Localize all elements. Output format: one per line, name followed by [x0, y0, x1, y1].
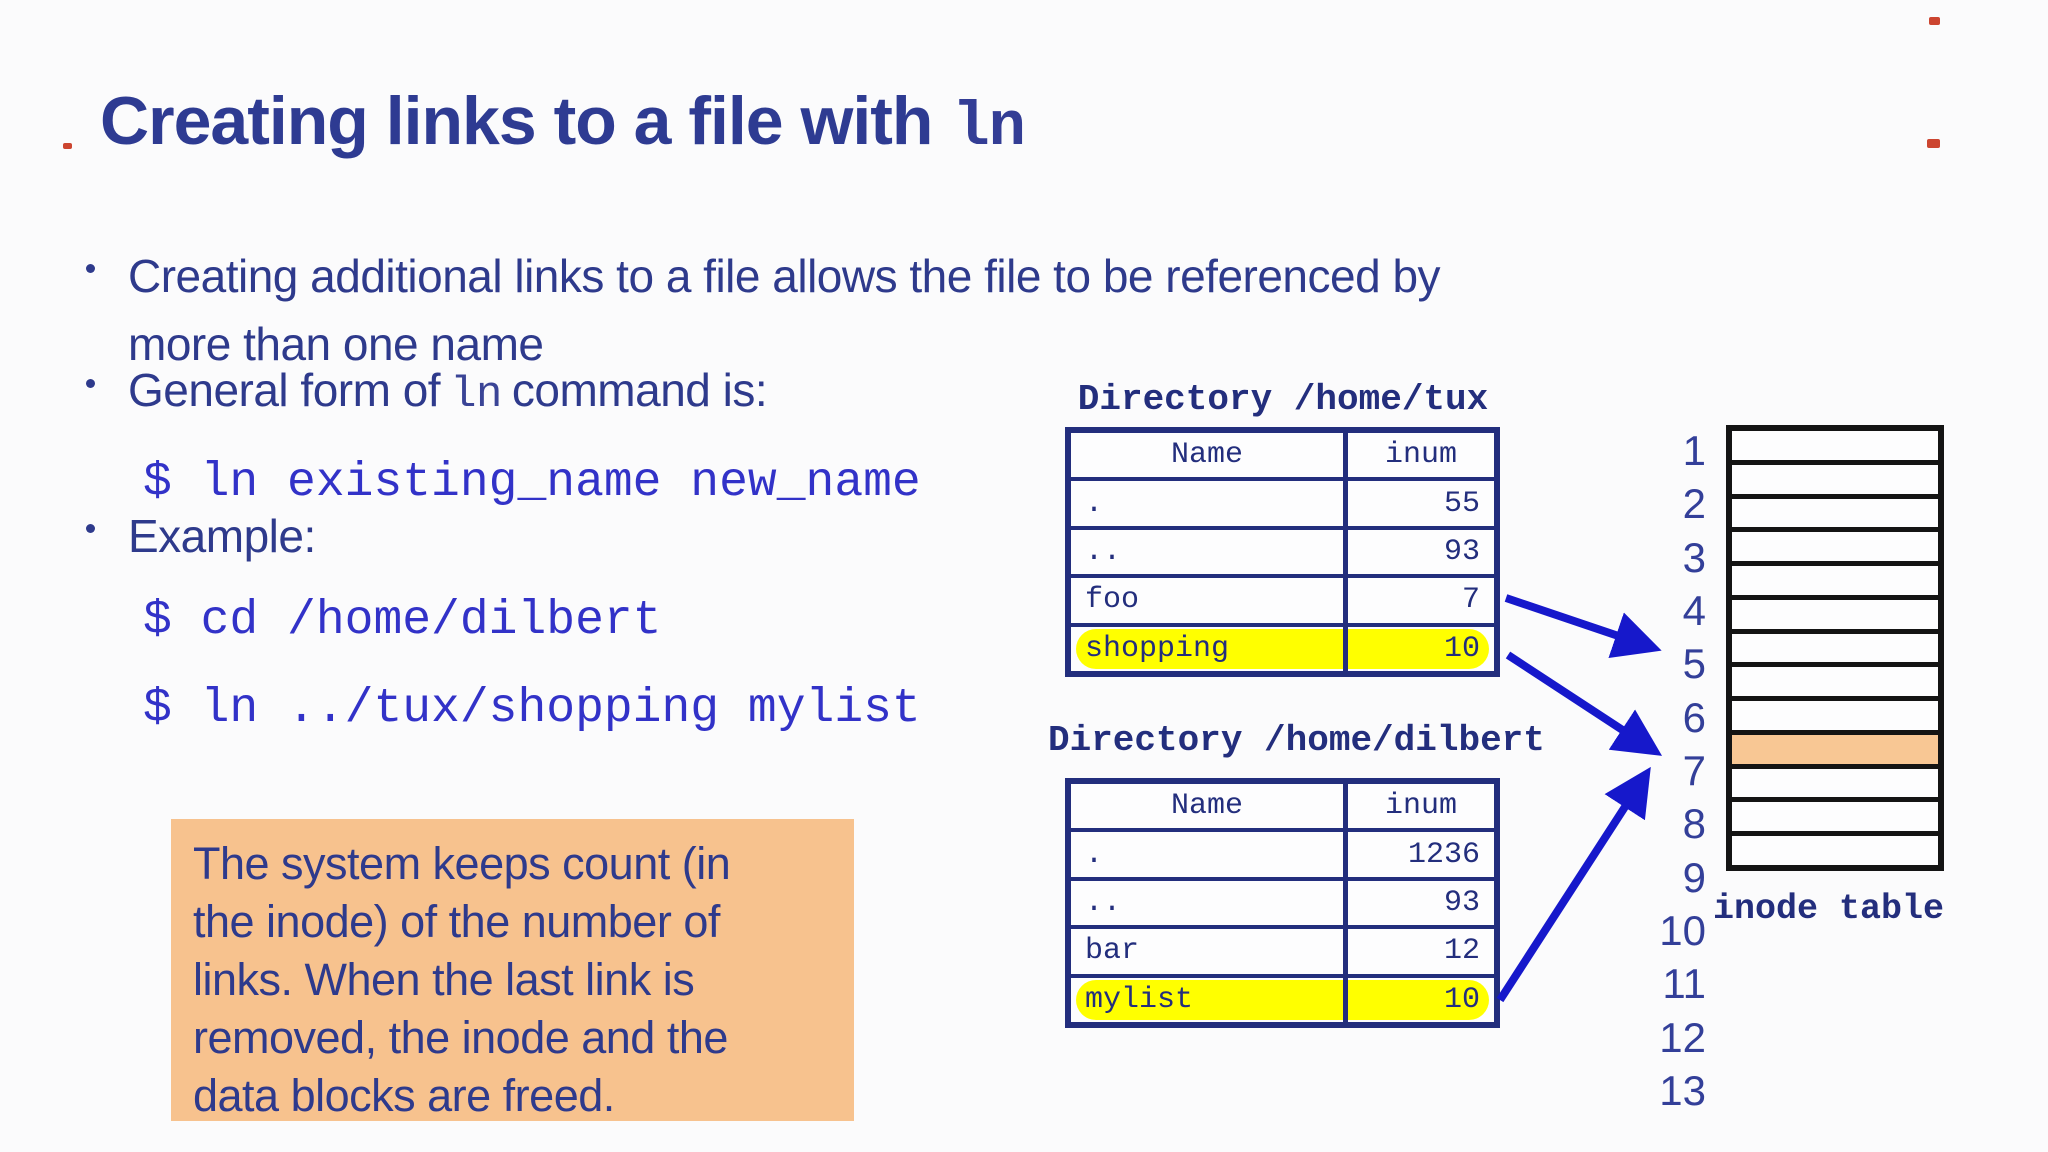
inode-row — [1732, 459, 1938, 494]
note-line: data blocks are freed. — [193, 1070, 615, 1121]
inode-number: 2 — [1682, 480, 1706, 527]
name-cell: .. — [1085, 886, 1122, 921]
tux-directory-table: Name inum . 55 .. 93 foo 7 shopping 10 — [1065, 427, 1500, 677]
inode-number: 5 — [1682, 640, 1706, 687]
name-header: Name — [1170, 438, 1243, 473]
page-title: Creating links to a file with ln — [100, 82, 1026, 163]
tux-table-title: Directory /home/tux — [1077, 379, 1489, 420]
inode-number: 9 — [1682, 854, 1706, 901]
bullet2-code: ln — [450, 370, 502, 420]
table-header-row: Name inum — [1071, 784, 1494, 829]
command-cd: $ cd /home/dilbert — [143, 594, 662, 648]
inum-cell: 10 — [1343, 977, 1494, 1023]
inode-row — [1732, 797, 1938, 831]
inode-number: 6 — [1682, 694, 1706, 741]
inode-row — [1732, 431, 1938, 460]
inode-row — [1732, 561, 1938, 595]
inode-row — [1732, 493, 1938, 528]
bullet3-label: Example: — [128, 510, 316, 562]
note-line: the inode) of the number of — [193, 896, 720, 947]
inode-table-label: inode table — [1713, 889, 1945, 929]
inode-row — [1732, 696, 1938, 730]
dilbert-directory-table: Name inum . 1236 .. 93 bar 12 mylist 10 — [1065, 778, 1500, 1028]
inum-cell: 12 — [1343, 929, 1494, 974]
name-cell: . — [1085, 486, 1104, 521]
inode-number: 10 — [1659, 907, 1706, 954]
name-cell: bar — [1085, 934, 1140, 969]
inum-cell: 55 — [1343, 481, 1494, 526]
bullet1-line2: more than one name — [128, 318, 544, 370]
inode-row — [1732, 662, 1938, 696]
table-header-row: Name inum — [1071, 433, 1494, 478]
inode-row — [1732, 628, 1938, 663]
inode-row-highlighted — [1732, 729, 1938, 764]
red-speck — [1929, 17, 1940, 25]
inode-table — [1726, 425, 1944, 871]
inode-number: 12 — [1659, 1014, 1706, 1061]
dilbert-table-title: Directory /home/dilbert — [1048, 720, 1545, 761]
bullet2-post: command is: — [511, 364, 768, 416]
command-general-form: $ ln existing_name new_name — [143, 456, 921, 510]
inode-number: 13 — [1659, 1067, 1706, 1114]
note-box: The system keeps count (in the inode) of… — [171, 819, 854, 1121]
name-cell: .. — [1085, 535, 1122, 570]
table-row: .. 93 — [1071, 525, 1494, 575]
inum-cell: 1236 — [1343, 832, 1494, 877]
inode-number: 11 — [1662, 960, 1706, 1007]
note-line: The system keeps count (in — [193, 838, 731, 889]
command-ln-example: $ ln ../tux/shopping mylist — [143, 682, 921, 736]
inum-header: inum — [1343, 433, 1494, 478]
note-line: links. When the last link is — [193, 954, 695, 1005]
page-title-code: ln — [952, 91, 1025, 163]
inum-cell: 93 — [1343, 880, 1494, 926]
inode-row — [1732, 527, 1938, 561]
bullet1-line1: Creating additional links to a file allo… — [128, 250, 1441, 302]
table-row: . 55 — [1071, 477, 1494, 526]
page-title-text: Creating links to a file with — [100, 82, 933, 159]
table-row: bar 12 — [1071, 925, 1494, 974]
table-row-highlighted: shopping 10 — [1071, 622, 1494, 672]
bullet-icon — [86, 379, 95, 388]
inum-cell: 10 — [1343, 626, 1494, 672]
bullet-icon — [86, 524, 95, 533]
inum-cell: 7 — [1343, 578, 1494, 623]
table-row: . 1236 — [1071, 828, 1494, 877]
inum-header: inum — [1343, 784, 1494, 829]
table-row-highlighted: mylist 10 — [1071, 973, 1494, 1023]
name-cell: shopping — [1085, 631, 1230, 666]
red-speck — [63, 143, 72, 149]
inode-number: 4 — [1682, 587, 1706, 634]
inode-number: 1 — [1682, 427, 1706, 474]
note-line: removed, the inode and the — [193, 1012, 728, 1063]
table-row: foo 7 — [1071, 574, 1494, 623]
name-cell: foo — [1085, 583, 1140, 618]
name-cell: . — [1085, 837, 1104, 872]
inode-row — [1732, 831, 1938, 865]
name-cell: mylist — [1085, 982, 1194, 1017]
inode-row — [1732, 594, 1938, 629]
red-speck — [1927, 139, 1940, 148]
bullet2-pre: General form of — [128, 364, 441, 416]
inode-number: 3 — [1682, 534, 1706, 581]
inode-number: 8 — [1682, 800, 1706, 847]
table-row: .. 93 — [1071, 876, 1494, 926]
inode-row — [1732, 763, 1938, 798]
bullet-icon — [86, 264, 95, 273]
inum-cell: 93 — [1343, 529, 1494, 575]
name-header: Name — [1170, 789, 1243, 824]
inode-number: 7 — [1682, 747, 1706, 794]
